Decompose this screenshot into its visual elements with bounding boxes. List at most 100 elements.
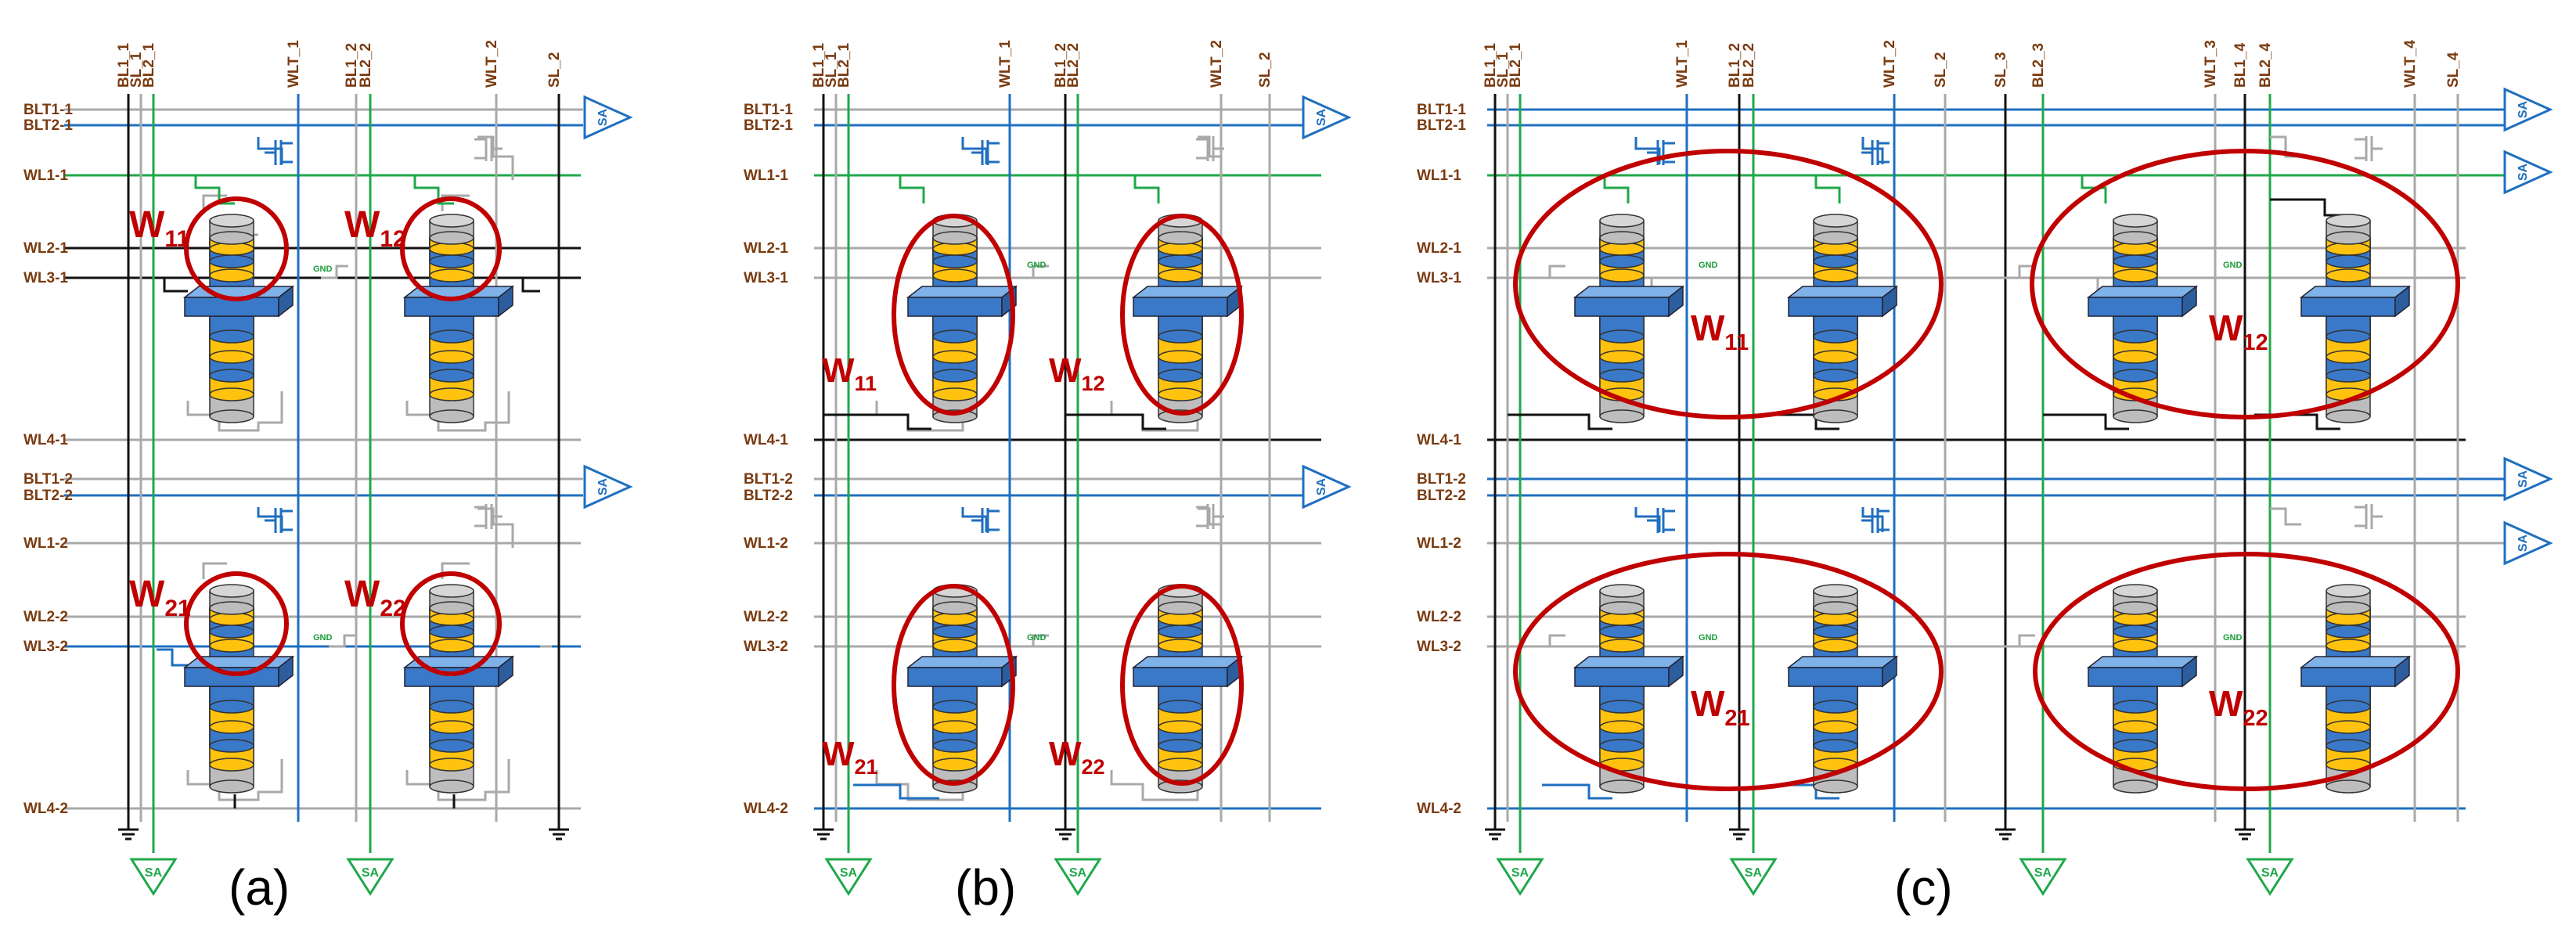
sense-amplifier: SA xyxy=(346,858,395,896)
row-label: WL1-2 xyxy=(23,535,68,552)
column-label: WLT_4 xyxy=(2402,40,2419,88)
cell-segment xyxy=(1158,625,1203,639)
column-label: SL_2 xyxy=(1933,52,1949,88)
weight-label: W21 xyxy=(1691,683,1750,731)
stacked-transistor xyxy=(2299,584,2412,794)
ground-symbol xyxy=(2235,822,2255,841)
row-label: WL2-1 xyxy=(1417,240,1461,257)
plate-top xyxy=(2299,656,2412,668)
access-transistor xyxy=(1861,508,1890,533)
sense-amplifier: SA xyxy=(2019,858,2067,896)
column-label: WLT_2 xyxy=(484,40,500,88)
plate-side xyxy=(2394,655,2410,688)
row-label: WL1-2 xyxy=(1417,535,1461,552)
row-label: WL2-1 xyxy=(23,240,68,257)
cell-segment xyxy=(932,700,978,714)
cell-segment xyxy=(1813,601,1858,615)
row-label: BLT2-2 xyxy=(1417,488,1466,504)
cell-segment xyxy=(1158,254,1203,268)
cell-segment xyxy=(1599,720,1645,734)
row-label: WL3-2 xyxy=(744,639,788,655)
row-label: WL4-2 xyxy=(1417,801,1461,817)
row-label: BLT2-1 xyxy=(23,117,73,134)
weight-group-ellipse xyxy=(1120,584,1244,786)
plate-side xyxy=(498,285,513,318)
weight-group-ellipse xyxy=(184,571,289,676)
cell-segment xyxy=(2326,268,2371,283)
cell-segment xyxy=(2113,700,2158,714)
stacked-transistor xyxy=(2086,584,2199,794)
cell-segment xyxy=(1158,639,1203,653)
cell-segment xyxy=(932,601,978,615)
cell-segment xyxy=(1599,369,1645,383)
cell-segment xyxy=(429,700,474,714)
plate-top xyxy=(906,656,1018,668)
plate-front xyxy=(1788,297,1883,317)
cell-segment xyxy=(2113,639,2158,653)
plate-front xyxy=(2300,667,2396,687)
cell-segment xyxy=(1599,625,1645,639)
row-label: WL1-2 xyxy=(744,535,788,552)
cell-segment xyxy=(429,625,474,639)
panel-a: BLT1-1BLT2-1WL1-1WL2-1WL3-1WL4-1BLT1-2BL… xyxy=(23,40,633,916)
cell-segment xyxy=(1813,739,1858,753)
cell-segment xyxy=(2113,739,2158,753)
cell-segment xyxy=(2113,231,2158,245)
cell-segment xyxy=(1599,409,1645,423)
gray-wire xyxy=(1198,507,1221,526)
column-label: BL2_1 xyxy=(1508,43,1524,88)
cell-segment xyxy=(1813,254,1858,268)
green-wire xyxy=(1603,175,1630,203)
weight-label: W12 xyxy=(344,204,406,252)
cell-segment xyxy=(1813,329,1858,344)
cell-segment xyxy=(932,268,978,283)
cell-segment xyxy=(1599,639,1645,653)
sa-label: SA xyxy=(362,866,380,880)
cell-segment xyxy=(1158,601,1203,615)
access-transistor xyxy=(1647,508,1675,533)
stacked-transistor xyxy=(182,584,295,794)
cell-top xyxy=(209,214,254,228)
sa-label: SA xyxy=(145,866,163,880)
plate-side xyxy=(2181,285,2197,318)
cell-segment xyxy=(209,700,254,714)
cell-segment xyxy=(209,639,254,653)
cell-segment xyxy=(2326,601,2371,615)
cell-segment xyxy=(429,254,474,268)
column-label: SL_1 xyxy=(823,52,840,88)
sa-triangle xyxy=(583,95,633,140)
cell-segment xyxy=(1599,231,1645,245)
cell-segment xyxy=(1158,268,1203,283)
cell-segment xyxy=(932,350,978,364)
row-label: WL2-2 xyxy=(23,609,68,625)
plate-side xyxy=(498,655,513,688)
cell-segment xyxy=(209,350,254,364)
blue-wire xyxy=(257,137,283,164)
column-label: BL2_1 xyxy=(141,43,157,88)
gnd-label: GND xyxy=(1699,261,1718,270)
cell-segment xyxy=(2326,639,2371,653)
weight-group-ellipse xyxy=(2033,552,2460,791)
sa-triangle xyxy=(2503,456,2553,502)
gnd-label: GND xyxy=(313,633,333,643)
sa-label: SA xyxy=(2034,866,2052,880)
blue-wire xyxy=(853,783,939,800)
cell-segment xyxy=(209,758,254,772)
cell-segment xyxy=(429,639,474,653)
cell-segment xyxy=(932,639,978,653)
cell-top xyxy=(1599,214,1645,228)
row-label: BLT1-1 xyxy=(744,102,793,118)
plate-top xyxy=(2299,286,2412,298)
sa-triangle xyxy=(1729,858,1778,896)
sense-amplifier: SA xyxy=(583,95,633,140)
weight-group-ellipse xyxy=(1120,214,1244,416)
gnd-label: GND xyxy=(1027,633,1047,643)
weight-group-ellipse xyxy=(400,571,502,676)
cell-segment xyxy=(2113,369,2158,383)
weight-group-ellipse xyxy=(1513,552,1944,791)
cell-segment xyxy=(2113,409,2158,423)
row-label: WL1-1 xyxy=(1417,167,1461,184)
column-label: BL2_4 xyxy=(2257,43,2274,88)
sense-amplifier: SA xyxy=(2503,87,2553,132)
